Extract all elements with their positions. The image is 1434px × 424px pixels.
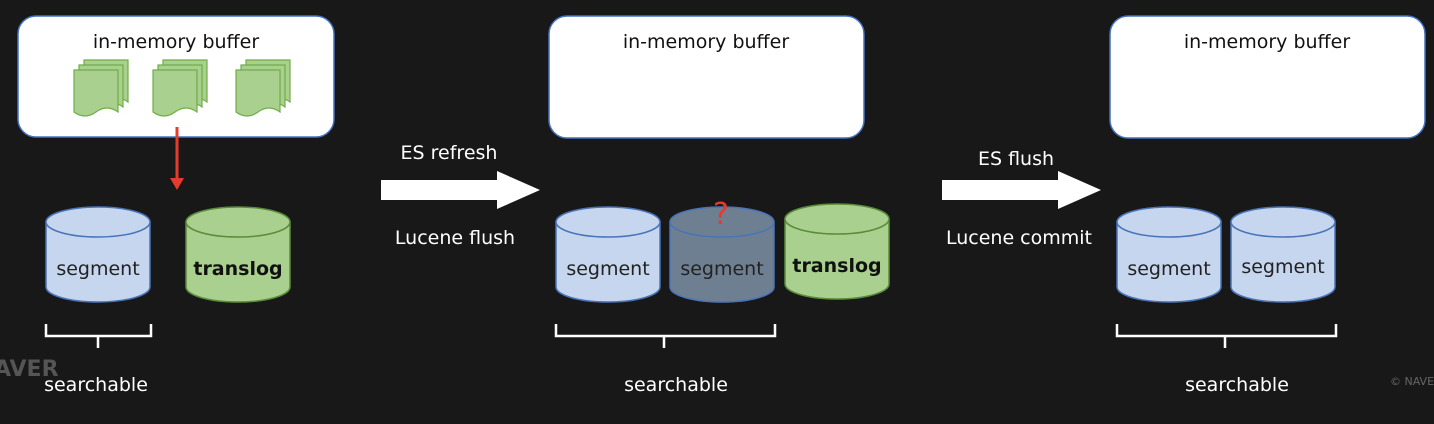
buffer-label: in-memory buffer	[93, 31, 259, 53]
segment-label: segment	[56, 258, 139, 280]
translog-cylinder	[185, 206, 291, 303]
transition-1: ES refresh Lucene flush	[381, 142, 540, 249]
segment-label: segment	[1127, 258, 1210, 280]
lucene-flush-label: Lucene flush	[395, 227, 515, 249]
translog-label: translog	[193, 258, 282, 280]
in-memory-buffer-box	[1109, 15, 1426, 139]
segment-cylinder	[45, 206, 151, 303]
searchable-label: searchable	[44, 374, 148, 396]
buffer-label: in-memory buffer	[623, 31, 789, 53]
stage-1: in-memory buffer segment	[17, 15, 335, 396]
red-down-arrow-icon	[170, 127, 184, 190]
naver-watermark-right: © NAVER	[1390, 375, 1434, 388]
unknown-segment-cylinder	[669, 206, 775, 303]
question-mark: ?	[713, 197, 729, 232]
searchable-brace	[554, 324, 777, 348]
segment-label: segment	[566, 258, 649, 280]
lucene-commit-label: Lucene commit	[946, 227, 1092, 249]
stage-2: in-memory buffer segment ? segment trans…	[548, 15, 890, 396]
searchable-brace	[1115, 324, 1338, 348]
es-refresh-label: ES refresh	[401, 142, 498, 164]
in-memory-buffer-box	[548, 15, 865, 139]
es-flush-label: ES flush	[978, 148, 1054, 170]
right-arrow-icon	[942, 171, 1101, 209]
right-arrow-icon	[381, 171, 540, 209]
segment-label: segment	[680, 258, 763, 280]
searchable-label: searchable	[624, 374, 728, 396]
buffer-label: in-memory buffer	[1184, 31, 1350, 53]
translog-cylinder	[784, 203, 890, 300]
segment-cylinder	[555, 206, 661, 303]
segment-label: segment	[1241, 256, 1324, 278]
segment-cylinder	[1116, 206, 1222, 303]
searchable-label: searchable	[1185, 374, 1289, 396]
transition-2: ES flush Lucene commit	[942, 148, 1101, 249]
segment-cylinder	[1230, 206, 1336, 303]
stage-3: in-memory buffer segment segment searcha…	[1109, 15, 1426, 396]
naver-watermark-left: AVER	[0, 357, 59, 382]
searchable-brace	[44, 324, 153, 348]
translog-label: translog	[792, 255, 881, 277]
